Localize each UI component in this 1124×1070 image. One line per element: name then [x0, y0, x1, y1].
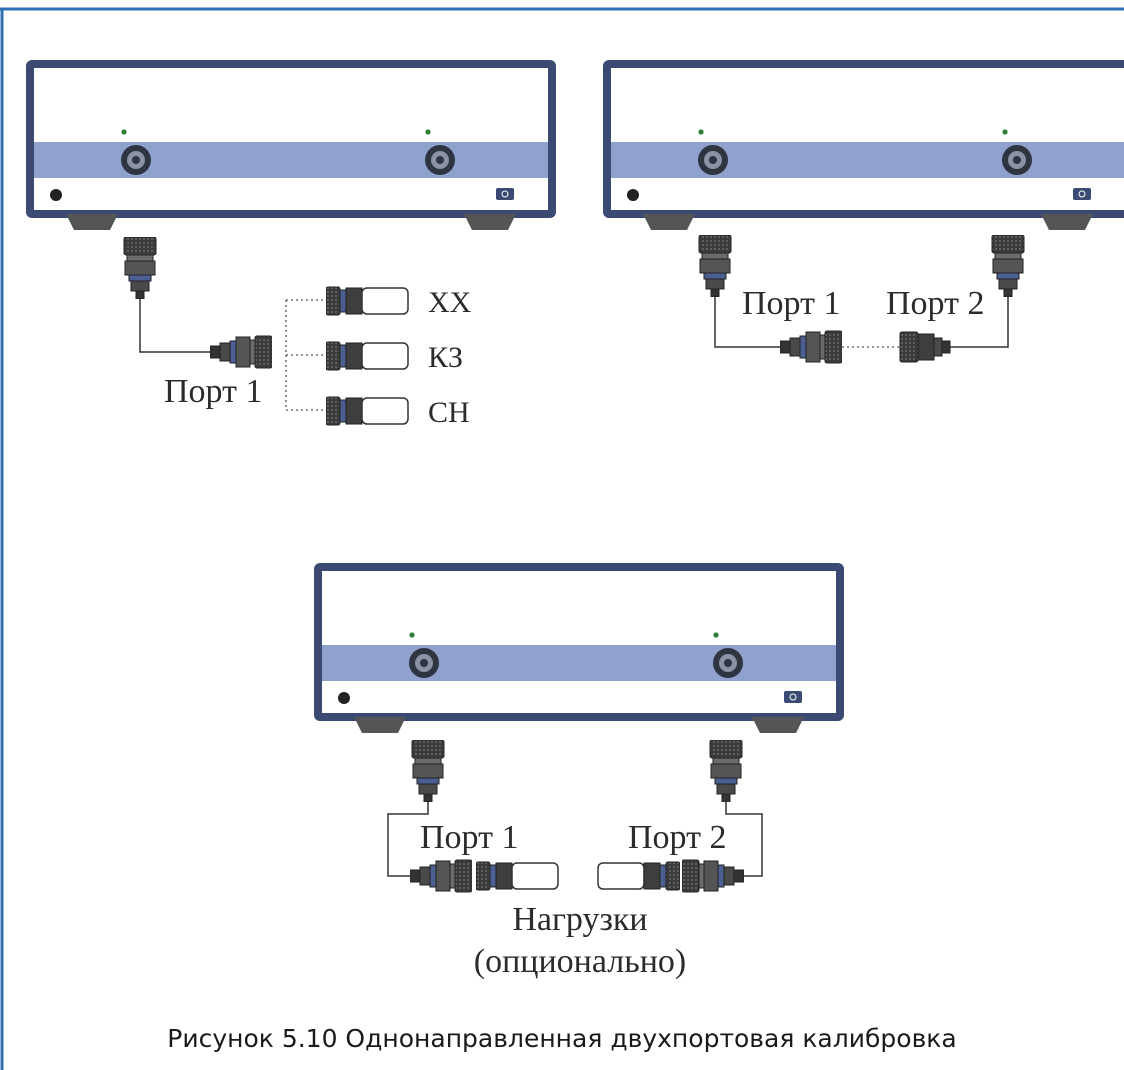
- loads-port2-end-connector: [682, 860, 744, 892]
- loads-port1-load: [476, 862, 558, 890]
- standard-open: [326, 287, 408, 315]
- instrument-loads: [318, 567, 840, 733]
- port1-cable: [139, 299, 210, 353]
- loads-port1-label: Порт 1: [420, 819, 518, 856]
- thru-port1-end-connector: [780, 331, 842, 363]
- loads-optional-label: (опционально): [474, 943, 686, 980]
- thru-port2-cable: [950, 297, 1009, 348]
- thru-port1-label: Порт 1: [742, 285, 840, 322]
- loads-port1-cable-connector: [412, 740, 444, 802]
- loads-port2-cable: [725, 802, 763, 877]
- thru-port2-cable-connector: [992, 235, 1024, 297]
- loads-port1-cable: [387, 802, 429, 877]
- figure-caption: Рисунок 5.10 Однонаправленная двухпортов…: [167, 1024, 957, 1053]
- loads-label: Нагрузки: [512, 901, 647, 938]
- loads-port2-label: Порт 2: [628, 819, 726, 856]
- instrument-thru: [607, 64, 1124, 230]
- two-port-loads-diagram: Порт 1 Порт 2 Нагрузки (опционально): [318, 567, 840, 980]
- instrument-one-port: [30, 64, 552, 230]
- one-port-port1-label: Порт 1: [164, 373, 262, 410]
- standards-dotted-lines: [285, 299, 326, 411]
- loads-port2-load: [598, 862, 680, 890]
- two-port-thru-diagram: Порт 1 Порт 2: [607, 64, 1124, 363]
- standard-load: [326, 397, 408, 425]
- standard-short-label: КЗ: [428, 341, 463, 374]
- thru-port2-label: Порт 2: [886, 285, 984, 322]
- loads-port1-end-connector: [410, 860, 472, 892]
- loads-port2-cable-connector: [710, 740, 742, 802]
- thru-port1-cable: [714, 297, 780, 348]
- thru-port1-cable-connector: [699, 235, 731, 297]
- one-port-diagram: ХХ КЗ СН Порт 1: [30, 64, 552, 429]
- standard-short: [326, 342, 408, 370]
- standard-open-label: ХХ: [428, 286, 472, 319]
- port1-end-connector: [210, 336, 272, 368]
- port1-cable-connector: [124, 237, 156, 299]
- standard-load-label: СН: [428, 396, 470, 429]
